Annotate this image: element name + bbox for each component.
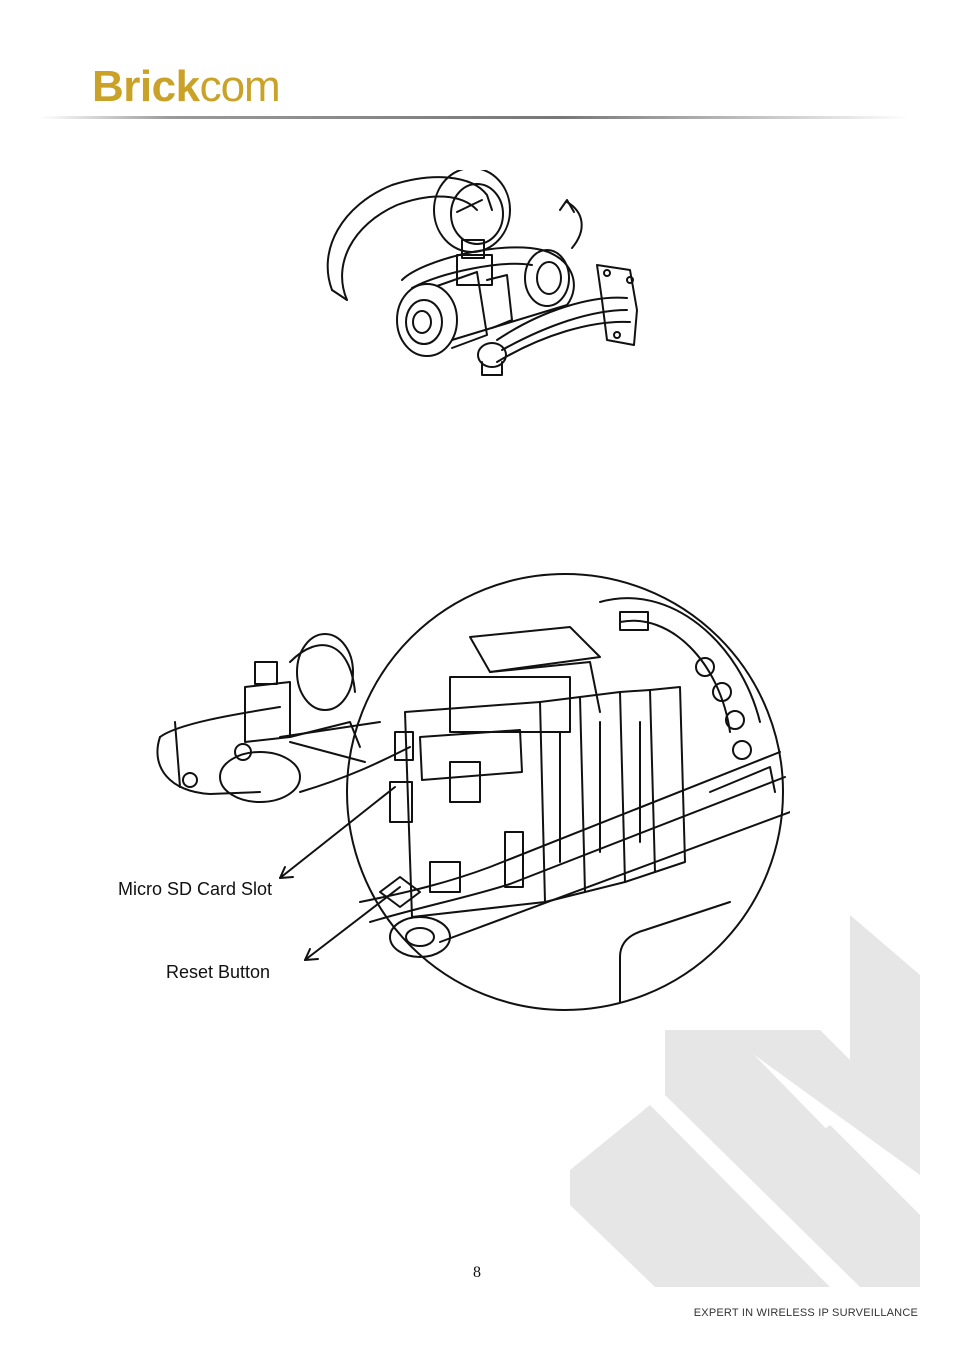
footer-tagline: EXPERT IN WIRELESS IP SURVEILLANCE (693, 1307, 918, 1319)
brickcom-watermark-icon (570, 915, 920, 1287)
logo-com-text: com (199, 62, 281, 111)
header-divider (40, 116, 910, 119)
logo-brick-text: Brick (92, 62, 200, 111)
camera-housing-open-icon (326, 170, 638, 376)
micro-sd-card-slot-label: Micro SD Card Slot (118, 879, 273, 899)
camera-board-closeup-icon (156, 573, 790, 1011)
page-number: 8 (473, 1264, 481, 1281)
reset-button-label: Reset Button (166, 962, 271, 982)
brickcom-logo: Brickcom (92, 62, 281, 111)
